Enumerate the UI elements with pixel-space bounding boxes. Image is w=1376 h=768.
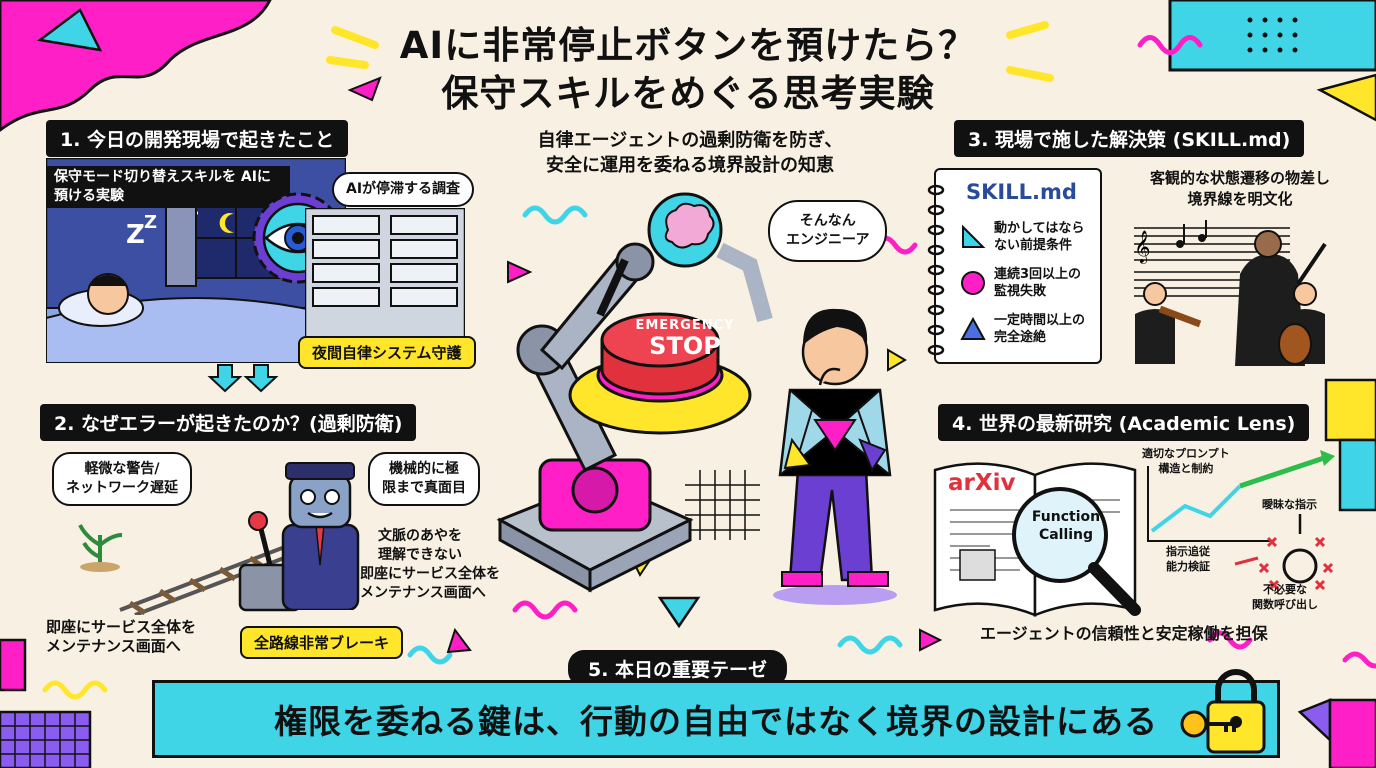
note-4-line-1: 不必要な — [1263, 583, 1307, 596]
lock-key-icon — [1180, 669, 1266, 754]
page-title: AIに非常停止ボタンを預けたら？ 保守スキルをめぐる思考実験 — [0, 22, 1376, 118]
stop-button-line-1: EMERGENCY — [635, 318, 735, 333]
bottom-line-2: メンテナンス画面へ — [46, 637, 181, 655]
arxiv-label: arXiv — [948, 470, 1016, 496]
section-2-label: 全路線非常ブレーキ — [240, 626, 404, 659]
svg-text:Z: Z — [144, 212, 157, 233]
server-rack-icon — [305, 208, 465, 338]
skill-item-line-1: 動かしてはなら — [994, 221, 1085, 236]
title-line-2: 保守スキルをめぐる思考実験 — [441, 72, 935, 115]
research-note-1: 適切なプロンプト 構造と制約 — [1142, 446, 1230, 476]
skill-item: 一定時間以上の完全途絶 — [960, 306, 1100, 352]
thesis-text: 権限を委ねる鍵は、行動の自由ではなく境界の設計にある — [274, 702, 1158, 741]
caption-line-1: 客観的な状態遷移の物差し — [1149, 169, 1330, 187]
skill-item-line-2: ない前提条件 — [994, 238, 1073, 253]
stop-button[interactable]: EMERGENCY STOP — [605, 318, 765, 359]
notebook-title: SKILL.md — [966, 180, 1077, 204]
engineer-bubble-line-2: エンジニーア — [786, 232, 870, 248]
skill-item: 連続3回以上の監視失敗 — [960, 260, 1100, 306]
skill-item-text: 動かしてはならない前提条件 — [994, 220, 1084, 254]
lens-text: Function Calling — [1026, 508, 1106, 544]
section-3-header: 3. 現場で施した解決策 (SKILL.md) — [954, 120, 1305, 157]
research-note-4: 不必要な 関数呼び出し — [1252, 582, 1318, 612]
skill-item-line-2: 完全途絶 — [994, 330, 1047, 345]
section-2-header: 2. なぜエラーが起きたのか？(過剰防衛) — [40, 404, 417, 441]
research-note-2: 曖昧な指示 — [1262, 498, 1317, 511]
text-line-4: メンテナンス画面へ — [360, 585, 486, 601]
title-line-1: AIに非常停止ボタンを預けたら？ — [399, 24, 977, 67]
note-1-line-2: 構造と制約 — [1158, 462, 1214, 475]
section-1-header: 1. 今日の開発現場で起きたこと — [46, 120, 349, 157]
svg-text:Z: Z — [126, 220, 145, 250]
research-note-3: 指示追従 能力検証 — [1166, 544, 1210, 574]
engineer-bubble: そんなん エンジニーア — [768, 200, 888, 262]
circle-icon — [961, 271, 985, 295]
bubble-right-line-1: 機械的に極 — [389, 461, 459, 477]
section-4-header: 4. 世界の最新研究 (Academic Lens) — [938, 404, 1310, 441]
note-3-line-1: 指示追従 — [1166, 545, 1210, 558]
conductor-robot-icon — [281, 462, 360, 610]
research-book-illustration — [933, 462, 1141, 617]
notebook-rings — [927, 184, 945, 356]
section-2-bubble-right: 機械的に極 限まで真面目 — [368, 452, 480, 506]
skill-item-text: 連続3回以上の監視失敗 — [994, 266, 1081, 300]
skill-item: 動かしてはならない前提条件 — [960, 214, 1100, 260]
bottom-line-1: 即座にサービス全体を — [46, 618, 197, 636]
bubble-left-line-2: ネットワーク遅延 — [66, 480, 178, 496]
section-1-label: 夜間自律システム守護 — [298, 336, 476, 369]
section-3-caption: 客観的な状態遷移の物差し 境界線を明文化 — [1118, 168, 1362, 210]
skill-item-line-1: 一定時間以上の — [994, 313, 1086, 328]
triangle-icon — [962, 224, 986, 248]
skill-items: 動かしてはならない前提条件 連続3回以上の監視失敗 一定時間以上の完全途絶 — [960, 214, 1100, 352]
lens-line-2: Calling — [1038, 527, 1094, 543]
section-2-text: 文脈のあやを 理解できない 即座にサービス全体を メンテナンス画面へ — [360, 527, 500, 603]
section-2-bottom-text: 即座にサービス全体を メンテナンス画面へ — [46, 618, 196, 656]
skill-item-text: 一定時間以上の完全途絶 — [994, 312, 1085, 346]
text-line-3: 即座にサービス全体を — [360, 566, 500, 582]
subtitle-line-2: 安全に運用を委ねる境界設計の知恵 — [546, 155, 834, 176]
text-line-2: 理解できない — [378, 547, 462, 563]
note-3-line-2: 能力検証 — [1166, 560, 1210, 573]
caption-line-2: 境界線を明文化 — [1187, 190, 1293, 208]
robot-arm-illustration — [496, 192, 773, 593]
lens-line-1: Function — [1031, 509, 1101, 525]
note-4-line-2: 関数呼び出し — [1252, 598, 1318, 611]
orchestra-illustration: 𝄞 — [1120, 214, 1342, 366]
skill-item-line-2: 監視失敗 — [994, 284, 1047, 299]
text-line-1: 文脈のあやを — [378, 528, 462, 544]
svg-text:𝄞: 𝄞 — [1134, 230, 1151, 264]
section-2-bubble-left: 軽微な警告/ ネットワーク遅延 — [52, 452, 192, 506]
triangle-up-icon — [960, 316, 986, 340]
bubble-left-line-1: 軽微な警告/ — [84, 461, 160, 477]
thesis-banner: 権限を委ねる鍵は、行動の自由ではなく境界の設計にある — [152, 680, 1280, 758]
section-1-caption: 保守モード切り替えスキルを AIに預ける実験 — [46, 166, 290, 208]
section-4-footer: エージェントの信頼性と安定稼働を担保 — [980, 624, 1268, 643]
skill-item-line-1: 連続3回以上の — [994, 267, 1082, 282]
stop-button-line-2: STOP — [649, 332, 721, 360]
engineer-bubble-line-1: そんなん — [799, 213, 856, 229]
section-1-bubble: AIが停滞する調査 — [332, 172, 475, 207]
research-chart-diagram — [1147, 450, 1335, 591]
subtitle-line-1: 自律エージェントの過剰防衛を防ぎ、 — [537, 130, 843, 151]
bubble-right-line-2: 限まで真面目 — [382, 480, 466, 496]
skill-notebook: SKILL.md 動かしてはならない前提条件 連続3回以上の監視失敗 一定時間以… — [927, 168, 1102, 364]
engineer-illustration — [773, 308, 897, 605]
note-1-line-1: 適切なプロンプト — [1142, 447, 1230, 460]
center-subtitle: 自律エージェントの過剰防衛を防ぎ、 安全に運用を委ねる境界設計の知恵 — [470, 128, 910, 178]
